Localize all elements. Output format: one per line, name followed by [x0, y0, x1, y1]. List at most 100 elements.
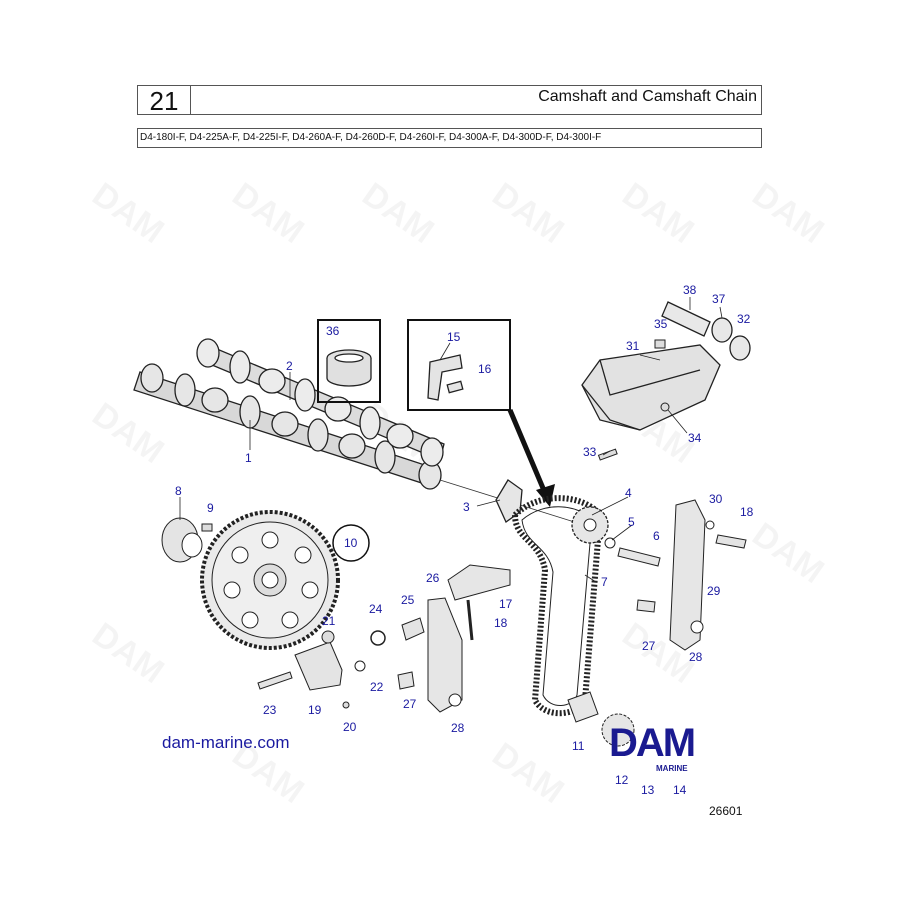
- callout-29: 29: [707, 584, 721, 598]
- dam-marine-logo: DAM MARINE: [609, 721, 696, 773]
- callout-2: 2: [286, 359, 293, 373]
- callout-28-right: 28: [689, 650, 703, 664]
- callout-30: 30: [709, 492, 723, 506]
- piston-25: [401, 617, 425, 641]
- callout-7: 7: [601, 575, 608, 589]
- bolt-35: [654, 339, 666, 349]
- callout-34: 34: [688, 431, 702, 445]
- watermark: DAM: [485, 175, 570, 251]
- watermark: DAM: [85, 615, 170, 691]
- sprocket-4-hub: [583, 518, 597, 532]
- washer-28-left: [448, 693, 462, 707]
- leader-lines: [179, 297, 723, 583]
- callout-36: 36: [326, 324, 340, 338]
- callout-33: 33: [583, 445, 597, 459]
- callout-22: 22: [370, 680, 384, 694]
- washer-28-right: [690, 620, 704, 634]
- callout-20: 20: [343, 720, 357, 734]
- callout-25: 25: [401, 593, 415, 607]
- inset-pointer-arrow: [536, 484, 555, 507]
- bolt-18-left: [466, 599, 474, 641]
- callout-ring-10: [332, 524, 370, 562]
- inset-pointer: [507, 409, 551, 501]
- callout-19: 19: [308, 703, 322, 717]
- seal-36: [326, 349, 372, 387]
- section-number: 21: [138, 86, 191, 116]
- bolt-27-right: [636, 599, 656, 613]
- valve-cover-31: [581, 344, 721, 431]
- bolt-27-left: [397, 671, 415, 690]
- bolt-6: [617, 547, 661, 567]
- callout-labels: 1 2 3 4 5 6 7 8 9 10 11 12 13 14 15 16 1…: [175, 283, 754, 797]
- website-text: dam-marine.com: [162, 733, 290, 752]
- callout-27-left: 27: [403, 697, 417, 711]
- callout-4: 4: [625, 486, 632, 500]
- callout-27-right: 27: [642, 639, 656, 653]
- watermark: DAM: [745, 175, 830, 251]
- sprocket-12: [601, 713, 635, 747]
- watermark: DAM: [85, 395, 170, 471]
- watermark: DAM: [355, 175, 440, 251]
- callout-11: 11: [572, 739, 585, 753]
- callout-38: 38: [683, 283, 697, 297]
- bolt-33: [597, 448, 618, 461]
- callout-12: 12: [615, 773, 629, 787]
- callout-21: 21: [322, 614, 336, 628]
- page-title: Camshaft and Camshaft Chain: [538, 88, 757, 105]
- callout-35: 35: [654, 317, 668, 331]
- sleeve-11: [567, 691, 599, 723]
- guide-17: [447, 564, 511, 601]
- gear-10-bore: [261, 571, 279, 589]
- callout-37: 37: [712, 292, 726, 306]
- callout-15: 15: [447, 330, 461, 344]
- tensioner-19: [294, 641, 343, 691]
- bolt-18-right: [715, 534, 747, 549]
- logo-subtext: MARINE: [656, 764, 688, 773]
- callout-32: 32: [737, 312, 751, 326]
- guide-rail-29: [669, 499, 706, 651]
- callout-23: 23: [263, 703, 277, 717]
- callout-9: 9: [207, 501, 214, 515]
- callout-6: 6: [653, 529, 660, 543]
- callout-24: 24: [369, 602, 383, 616]
- nut-21: [321, 630, 335, 644]
- bracket-15: [427, 354, 464, 401]
- camshaft-exhaust: [133, 363, 442, 490]
- oring-24: [370, 630, 386, 646]
- watermark: DAM: [85, 175, 170, 251]
- watermark: DAM: [745, 515, 830, 591]
- timing-chain-inner: [521, 506, 593, 706]
- callout-3: 3: [463, 500, 470, 514]
- header-box: 21 Camshaft and Camshaft Chain: [137, 85, 762, 116]
- callout-10: 10: [344, 536, 358, 550]
- callout-5: 5: [628, 515, 635, 529]
- washer-30: [705, 520, 715, 530]
- inset-box-15: [407, 319, 511, 411]
- callout-8: 8: [175, 484, 182, 498]
- callout-28-left: 28: [451, 721, 465, 735]
- callout-18-left: 18: [494, 616, 508, 630]
- washer-5: [604, 537, 616, 549]
- screw-20: [342, 701, 350, 709]
- logo-text: DAM: [609, 721, 694, 765]
- guide-rail-26: [427, 597, 463, 713]
- washer-34: [660, 402, 670, 412]
- inset-box-36: [317, 319, 381, 403]
- models-box: D4-180I-F, D4-225A-F, D4-225I-F, D4-260A…: [137, 128, 762, 148]
- bolt-23: [257, 671, 293, 690]
- callout-14: 14: [673, 783, 687, 797]
- callout-18-right: 18: [740, 505, 754, 519]
- flange-8-bore: [181, 532, 203, 558]
- timing-chain-7: [511, 495, 604, 717]
- callout-26: 26: [426, 571, 440, 585]
- callout-16: 16: [478, 362, 492, 376]
- model-list: D4-180I-F, D4-225A-F, D4-225I-F, D4-260A…: [140, 132, 602, 143]
- drawing-number: 26601: [709, 804, 743, 818]
- callout-31: 31: [626, 339, 640, 353]
- watermark: DAM: [485, 735, 570, 811]
- gear-10-holes: [223, 531, 319, 629]
- callout-17: 17: [499, 597, 513, 611]
- ring-22: [354, 660, 366, 672]
- watermark: DAM: [615, 175, 700, 251]
